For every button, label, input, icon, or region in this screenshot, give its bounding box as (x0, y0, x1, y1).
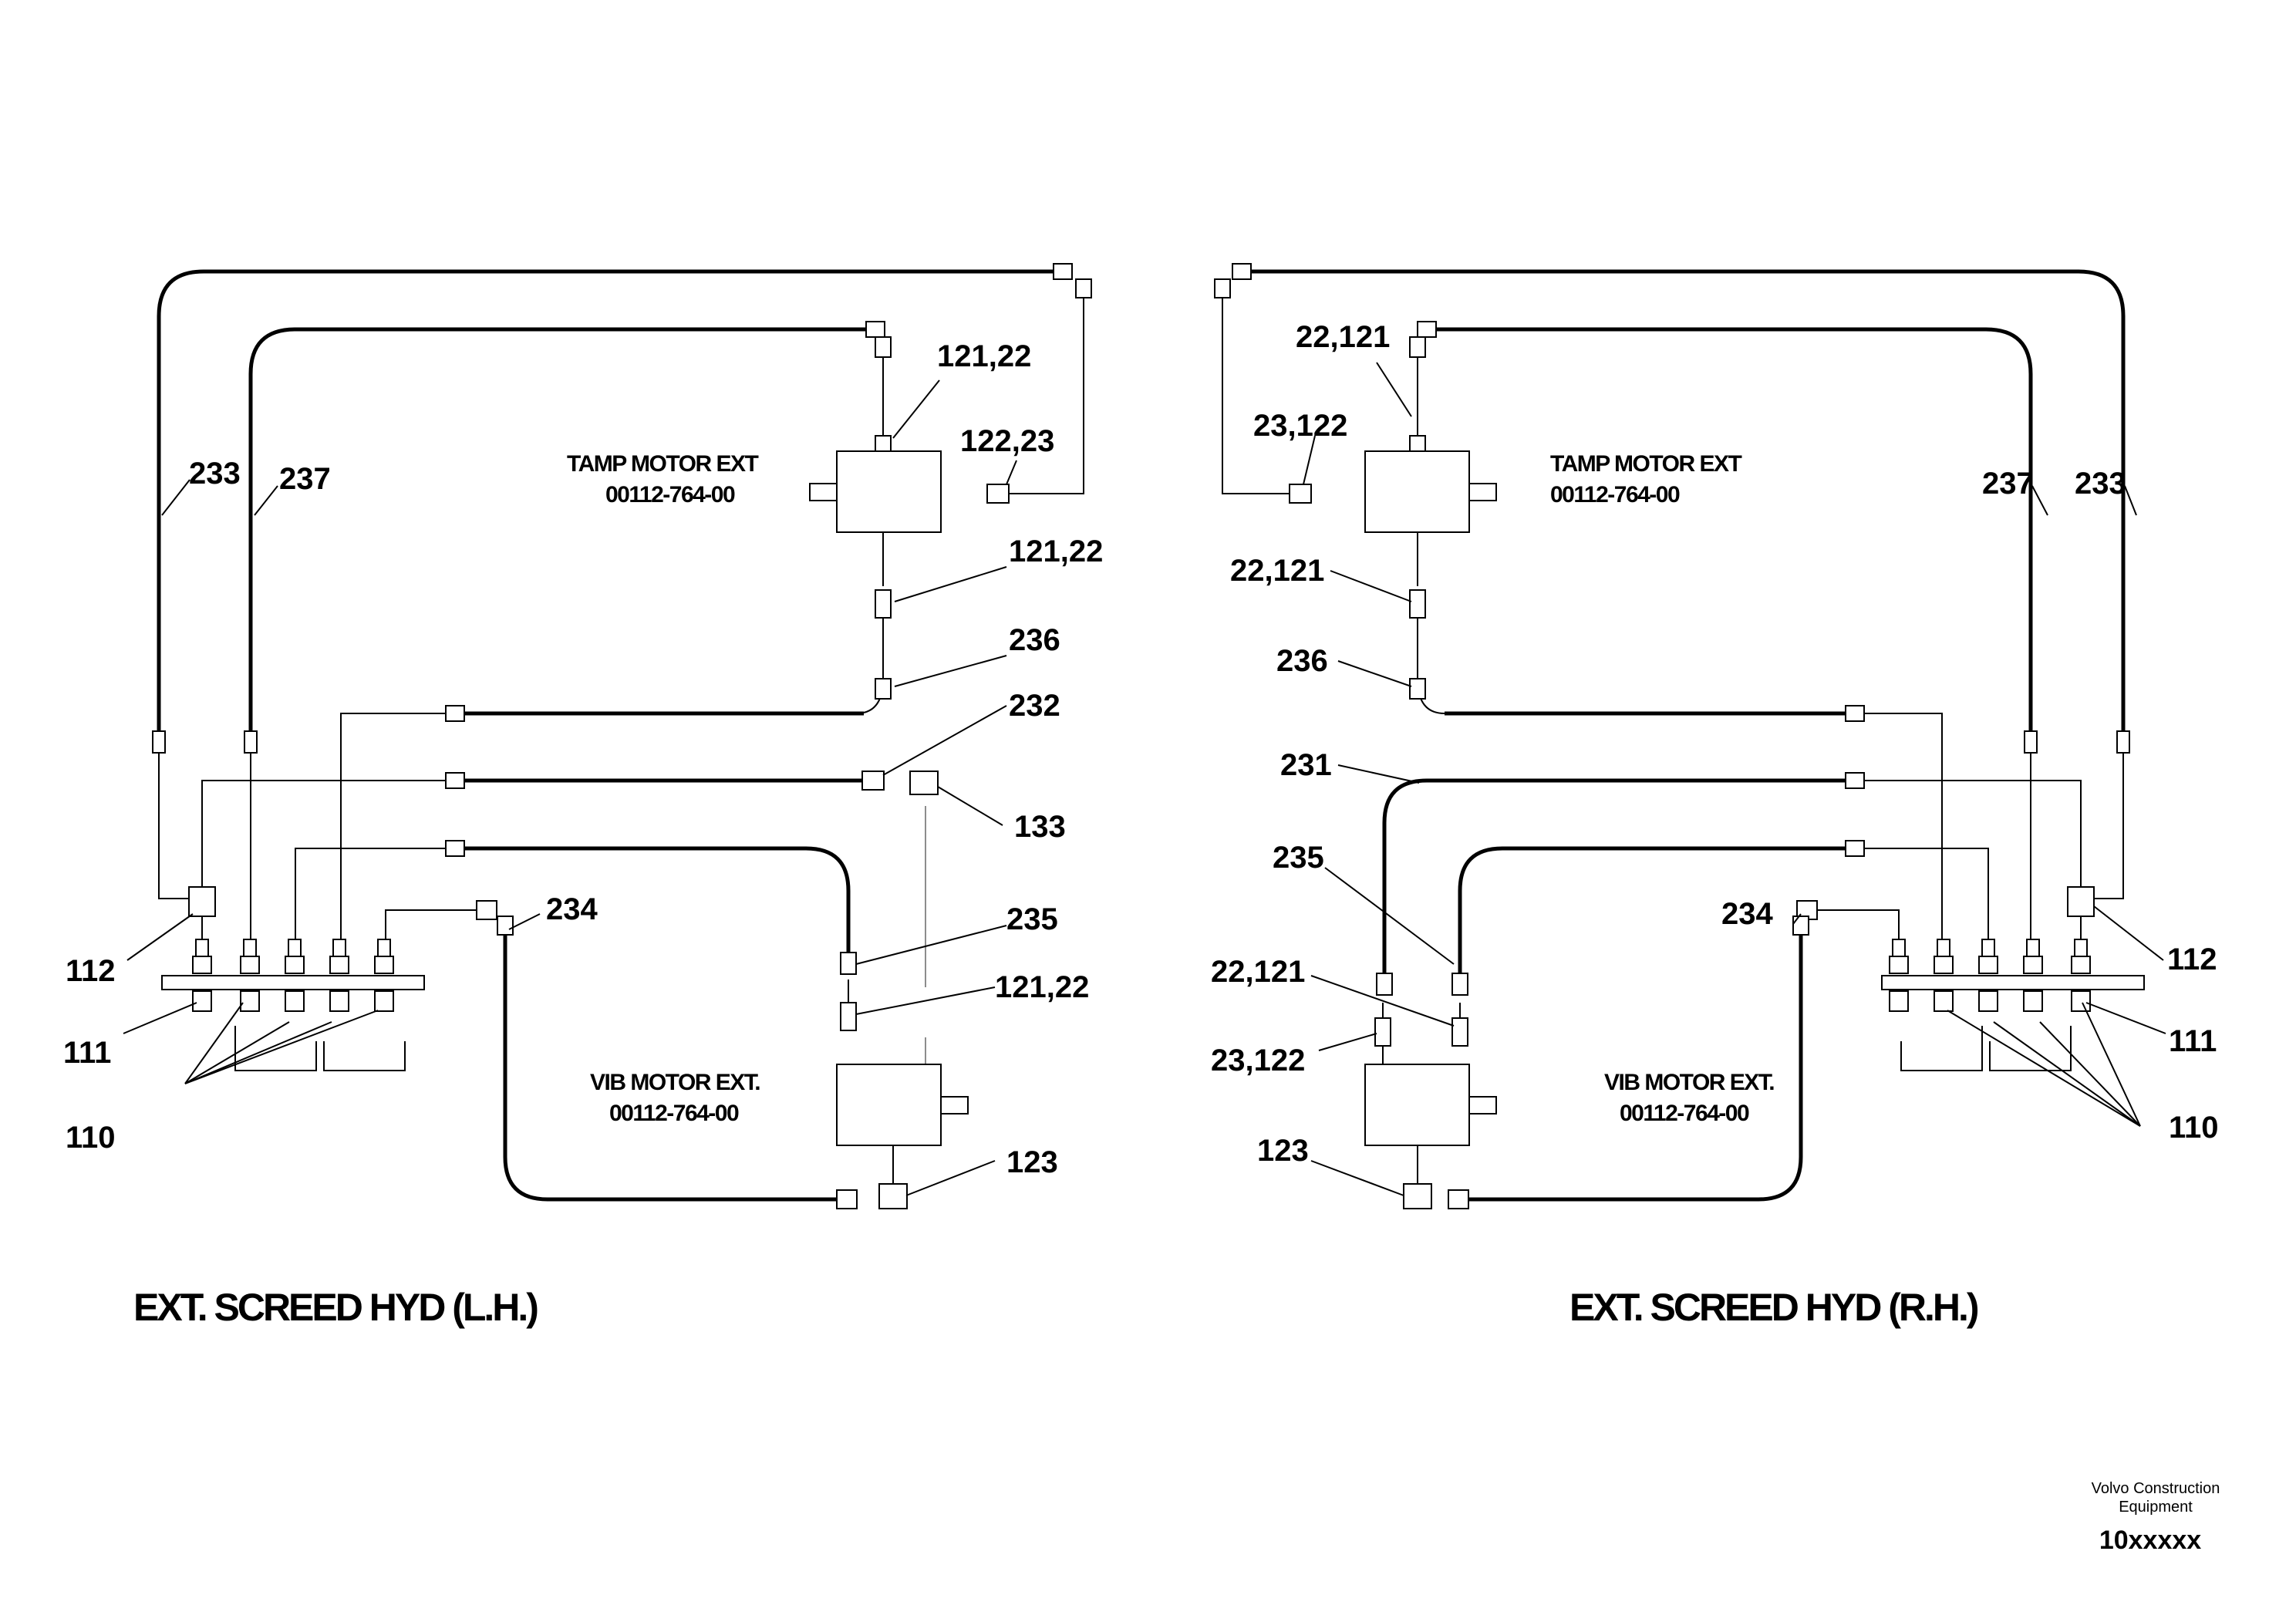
hose-234 (503, 922, 837, 1202)
tamp-motor-name-left: TAMP MOTOR EXT (567, 451, 759, 477)
document-number: 10xxxxx (2099, 1526, 2201, 1555)
manifold-block-right (1881, 975, 2145, 990)
callout-232-left: 232 (1009, 689, 1060, 723)
callout-23-122-b-right: 23,122 (1211, 1044, 1305, 1077)
vib-motor-left (836, 1064, 942, 1146)
tee-112-right (2067, 886, 2095, 917)
hose-233-right (1242, 269, 2126, 731)
vib-motor-part-left: 00112-764-00 (609, 1101, 739, 1126)
callout-111-left: 111 (63, 1036, 111, 1070)
callout-22-121-a-right: 22,121 (1296, 320, 1390, 354)
callout-234-left: 234 (546, 892, 598, 926)
callout-133-left: 133 (1014, 810, 1066, 844)
callout-121-22-c-left: 121,22 (995, 970, 1089, 1004)
callout-235-left: 235 (1006, 902, 1058, 936)
callout-123-right: 123 (1257, 1134, 1309, 1168)
callout-110-left: 110 (66, 1121, 116, 1155)
tee-112-left (188, 886, 216, 917)
tamp-motor-part-right: 00112-764-00 (1550, 482, 1680, 508)
tamp-motor-part-left: 00112-764-00 (605, 482, 735, 508)
callout-110-right: 110 (2169, 1111, 2219, 1145)
callout-122-23-left: 122,23 (960, 424, 1054, 458)
vib-motor-name-left: VIB MOTOR EXT. (590, 1070, 760, 1095)
callout-22-121-c-right: 22,121 (1211, 955, 1305, 989)
hose-237-right (1435, 327, 2033, 731)
callout-236-right: 236 (1276, 644, 1328, 678)
callout-22-121-b-right: 22,121 (1230, 554, 1324, 588)
vib-motor-right (1364, 1064, 1470, 1146)
callout-234-right: 234 (1721, 897, 1773, 931)
callout-233-right: 233 (2075, 467, 2126, 501)
hose-231-right (1382, 778, 1847, 976)
manifold-block-left (161, 975, 425, 990)
title-left: EXT. SCREED HYD (L.H.) (133, 1286, 538, 1329)
callout-237-left: 237 (279, 462, 331, 496)
callout-111-right: 111 (2169, 1024, 2217, 1058)
tamp-motor-name-right: TAMP MOTOR EXT (1550, 451, 1742, 477)
hose-233 (157, 269, 1063, 731)
right-diagram: TAMP MOTOR EXT 00112-764-00 VIB MOTOR EX… (1211, 263, 2219, 1329)
callout-233-left: 233 (189, 457, 241, 491)
manifold-ports-left (192, 939, 394, 1012)
manifold-ports-right (1889, 939, 2091, 1012)
hose-237 (248, 327, 866, 731)
callout-237-right: 237 (1982, 467, 2034, 501)
company-name-line1: Volvo Construction (2092, 1480, 2220, 1497)
callout-236-left: 236 (1009, 623, 1060, 657)
vib-motor-part-right: 00112-764-00 (1620, 1101, 1749, 1126)
hose-235 (463, 846, 851, 953)
callout-112-left: 112 (66, 954, 116, 988)
callout-123-left: 123 (1006, 1145, 1058, 1179)
callout-231-right: 231 (1280, 748, 1332, 782)
left-diagram: TAMP MOTOR EXT 00112-764-00 VIB MOTOR EX… (63, 263, 1103, 1329)
callout-121-22-b-left: 121,22 (1009, 534, 1103, 568)
footer-block: Volvo Construction Equipment 10xxxxx (2092, 1480, 2220, 1555)
vib-motor-name-right: VIB MOTOR EXT. (1604, 1070, 1774, 1095)
title-right: EXT. SCREED HYD (R.H.) (1569, 1286, 1978, 1329)
hose-234-right (1464, 922, 1803, 1202)
hose-235-right (1458, 846, 1847, 976)
callout-112-right: 112 (2167, 943, 2217, 976)
company-name-line2: Equipment (2119, 1499, 2193, 1516)
callout-23-122-a-right: 23,122 (1253, 409, 1347, 443)
callout-235-right: 235 (1273, 841, 1324, 875)
tamp-motor-left (836, 450, 942, 533)
callout-121-22-a-left: 121,22 (937, 339, 1031, 373)
tamp-motor-right (1364, 450, 1470, 533)
